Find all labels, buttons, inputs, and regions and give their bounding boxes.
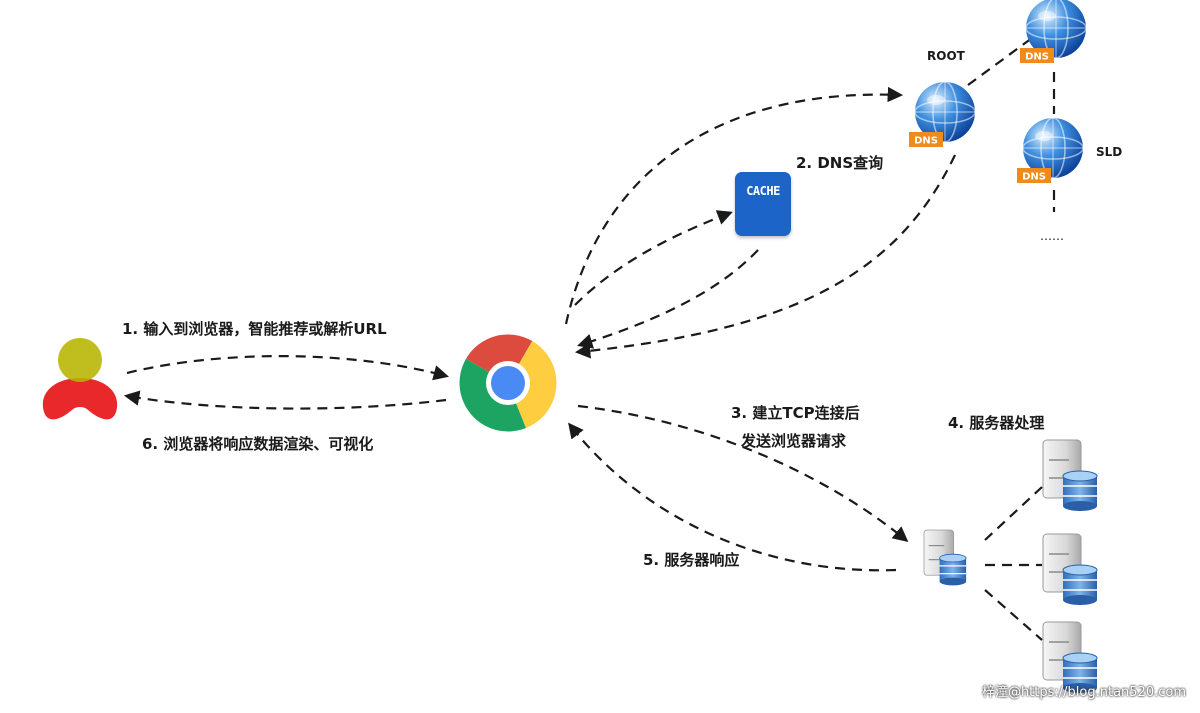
- step3-label-line2: 发送浏览器请求: [741, 432, 847, 450]
- step1-label: 1. 输入到浏览器，智能推荐或解析URL: [122, 320, 387, 338]
- dns-root-server-icon: DNS: [909, 81, 976, 147]
- arrow-root-to-browser: [574, 154, 956, 359]
- cache-icon: CACHE: [735, 172, 791, 236]
- svg-text:DNS: DNS: [1025, 52, 1049, 63]
- arrow-browser-to-root: [564, 86, 904, 325]
- user-icon: [42, 338, 118, 420]
- chrome-browser-icon: [459, 334, 557, 432]
- svg-text:DNS: DNS: [1022, 172, 1046, 183]
- root-label: ROOT: [927, 49, 965, 63]
- arrow-browser-to-cache: [574, 210, 733, 306]
- backend-server-icon-1: [1042, 439, 1098, 512]
- cache-label: CACHE: [746, 184, 780, 198]
- dns-server-top-icon: DNS: [1020, 0, 1087, 63]
- dns-hierarchy-lines: [967, 37, 1056, 212]
- step6-label: 6. 浏览器将响应数据渲染、可视化: [142, 435, 374, 453]
- step5-label: 5. 服务器响应: [643, 551, 740, 569]
- arrow-cache-to-browser: [577, 249, 759, 349]
- step4-label: 4. 服务器处理: [948, 414, 1045, 432]
- step3-label-line1: 3. 建立TCP连接后: [731, 404, 860, 422]
- arrow-step6: [123, 390, 447, 410]
- arrow-step5: [568, 422, 897, 572]
- backend-server-icon-2: [1042, 533, 1098, 606]
- gateway-server-icon: [923, 529, 967, 586]
- dns-ellipsis: ……: [1040, 229, 1064, 243]
- arrow-step1: [126, 355, 449, 381]
- dns-sld-server-icon: DNS: [1017, 117, 1084, 183]
- svg-text:DNS: DNS: [914, 136, 938, 147]
- step2-label: 2. DNS查询: [796, 154, 884, 172]
- sld-label: SLD: [1096, 145, 1123, 159]
- watermark: 梓潼@https://blog.ntan520.com: [981, 685, 1186, 700]
- arrow-step3: [577, 404, 909, 542]
- server-connector-lines: [984, 486, 1043, 641]
